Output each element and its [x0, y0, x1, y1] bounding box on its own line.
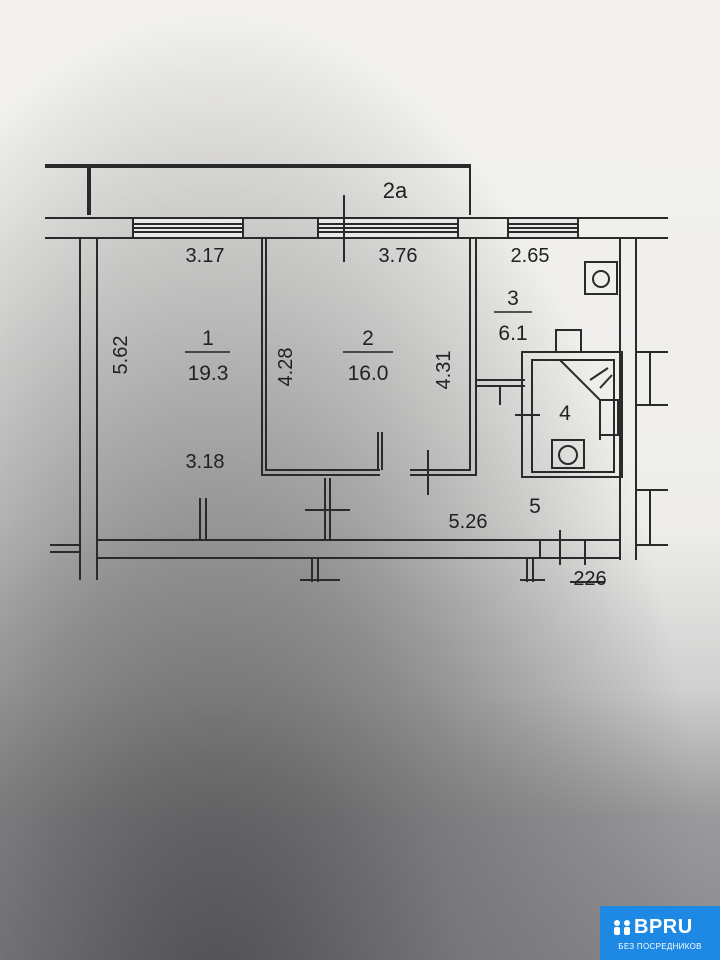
- room-1-number: 1: [202, 327, 214, 350]
- room-1-area: 19.3: [188, 362, 229, 385]
- dim-r2-left: 4.28: [275, 348, 297, 387]
- logo-name: BPRU: [634, 916, 693, 938]
- people-icon: [614, 920, 630, 935]
- walls: [45, 164, 668, 583]
- dim-r3-top: 2.65: [511, 245, 550, 267]
- dim-r1-left: 5.62: [110, 336, 132, 375]
- dim-r1-bottom: 3.18: [186, 451, 225, 473]
- room-2-number: 2: [362, 327, 374, 350]
- dim-r1-top: 3.17: [186, 245, 225, 267]
- dim-r5-len: 5.26: [449, 511, 488, 533]
- dim-r2-right: 4.31: [433, 351, 455, 390]
- room-2-area: 16.0: [348, 362, 389, 385]
- room-3-number: 3: [507, 287, 519, 310]
- dim-r2-top: 3.76: [379, 245, 418, 267]
- room-2a-number: 2а: [383, 178, 408, 203]
- logo-subtitle: БЕЗ ПОСРЕДНИКОВ: [618, 942, 702, 951]
- room-4-number: 4: [559, 402, 571, 425]
- room-5-number: 5: [529, 495, 541, 518]
- dim-r5-small: 226: [573, 568, 606, 590]
- room-3-area: 6.1: [498, 322, 527, 345]
- bpru-logo: BPRU БЕЗ ПОСРЕДНИКОВ: [600, 906, 720, 960]
- labels: 2а 3.17 3.76 2.65 5.62 4.28 4.31 1 19.3 …: [110, 178, 607, 590]
